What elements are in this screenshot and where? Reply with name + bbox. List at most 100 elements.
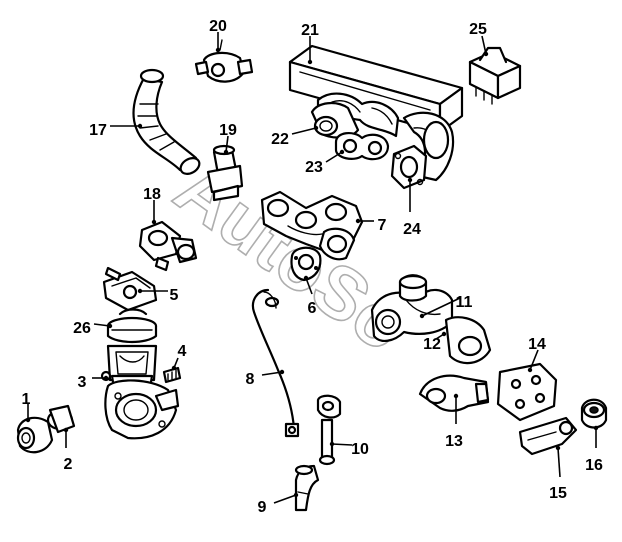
callout-leader-dot <box>453 393 459 399</box>
part-5-heat-shield[interactable] <box>102 266 158 312</box>
callout-leader-line <box>325 151 343 163</box>
part-6-gasket-ring[interactable] <box>290 246 322 282</box>
callout-leader-dot <box>215 47 221 53</box>
callout-number: 4 <box>178 343 187 360</box>
part-11-turbocharger[interactable] <box>370 274 492 365</box>
callout-leader-dot <box>441 331 447 337</box>
part-10-pipe-bracket[interactable] <box>316 394 342 466</box>
callout-leader-line <box>291 127 317 135</box>
callout-number: 16 <box>585 457 603 474</box>
callout-leader-dot <box>555 445 561 451</box>
callout-number: 13 <box>445 433 463 450</box>
callout-1: 1 <box>22 391 31 423</box>
callout-number: 19 <box>219 122 237 139</box>
callout-number: 1 <box>22 391 31 408</box>
callout-leader-dot <box>151 219 157 225</box>
callout-leader-line <box>305 277 313 295</box>
part-18-thermostat-housing[interactable] <box>138 220 198 272</box>
callout-4: 4 <box>171 343 187 371</box>
callout-18: 18 <box>143 186 161 225</box>
callout-7: 7 <box>355 217 387 234</box>
callout-23: 23 <box>305 149 345 176</box>
callout-leader-line <box>261 371 283 376</box>
part-19-valve[interactable] <box>206 144 244 202</box>
callout-number: 20 <box>209 18 227 35</box>
part-22-throttle-elbow[interactable] <box>310 102 360 139</box>
part-24-flange-gasket[interactable] <box>390 144 428 190</box>
callout-leader-dot <box>25 417 31 423</box>
callout-leader-dot <box>313 125 319 131</box>
callout-5: 5 <box>137 287 179 304</box>
callout-leader-line <box>481 35 487 55</box>
part-4-bolt[interactable] <box>162 366 182 384</box>
callout-number: 12 <box>423 336 441 353</box>
callout-leader-line <box>93 323 111 327</box>
callout-leader-line <box>557 447 561 478</box>
callout-leader-line <box>225 135 229 153</box>
callout-leader-dot <box>303 275 309 281</box>
callout-leader-dot <box>355 218 361 224</box>
callout-number: 15 <box>549 485 567 502</box>
part-2-pipe-flange[interactable] <box>46 379 180 440</box>
callout-20: 20 <box>209 18 227 53</box>
callout-9: 9 <box>258 492 299 516</box>
callout-number: 7 <box>378 217 387 234</box>
part-1-elbow-housing[interactable] <box>16 416 54 454</box>
callout-24: 24 <box>403 177 421 238</box>
callout-16: 16 <box>585 425 603 474</box>
part-9-small-hose[interactable] <box>294 464 320 512</box>
callout-leader-dot <box>293 492 299 498</box>
callout-26: 26 <box>73 320 113 337</box>
callout-6: 6 <box>303 275 317 317</box>
part-23-gasket[interactable] <box>334 132 390 161</box>
part-20-sensor-bracket[interactable] <box>194 39 254 83</box>
part-13-outlet-elbow[interactable] <box>418 374 490 412</box>
callout-leader-line <box>421 297 461 317</box>
part-17-hose[interactable] <box>132 68 203 177</box>
callout-number: 5 <box>170 287 179 304</box>
callout-number: 11 <box>456 294 473 311</box>
callout-number: 2 <box>64 456 73 473</box>
callout-leader-dot <box>63 427 69 433</box>
callout-11: 11 <box>419 294 473 319</box>
callout-21: 21 <box>301 22 319 65</box>
callout-number: 22 <box>271 131 289 148</box>
callout-leader-dot <box>171 365 177 371</box>
callout-leader-dot <box>407 177 413 183</box>
callout-leader-dot <box>419 313 425 319</box>
part-7-exhaust-manifold[interactable] <box>260 190 364 261</box>
part-26-clamp-band[interactable] <box>106 308 158 344</box>
part-16-bushing[interactable] <box>580 398 608 429</box>
callout-number: 18 <box>143 186 161 203</box>
callout-8: 8 <box>246 369 285 388</box>
callout-leader-dot <box>527 367 533 373</box>
callout-2: 2 <box>63 427 73 473</box>
callout-10: 10 <box>329 441 369 458</box>
callout-number: 9 <box>258 499 267 516</box>
callout-number: 8 <box>246 371 255 388</box>
callout-17: 17 <box>89 122 143 139</box>
callout-13: 13 <box>445 393 463 450</box>
callout-leader-dot <box>593 425 599 431</box>
callout-number: 21 <box>301 22 319 39</box>
callout-number: 26 <box>73 320 91 337</box>
callout-leader-dot <box>223 149 229 155</box>
callout-leader-dot <box>307 59 313 65</box>
callout-14: 14 <box>527 336 546 373</box>
part-8-pipe[interactable] <box>251 288 300 438</box>
part-14-bracket[interactable] <box>496 362 558 422</box>
callout-leader-dot <box>103 375 109 381</box>
callout-22: 22 <box>271 125 319 148</box>
callout-15: 15 <box>549 445 567 502</box>
callout-number: 25 <box>469 21 487 38</box>
callout-leader-dot <box>339 149 345 155</box>
callout-3: 3 <box>78 374 109 391</box>
part-15-link-arm[interactable] <box>518 416 578 456</box>
callout-leader-line <box>331 443 353 446</box>
part-25-control-module[interactable] <box>468 46 522 105</box>
callout-leader-dot <box>329 441 335 447</box>
callout-leader-dot <box>137 123 143 129</box>
callout-number: 23 <box>305 159 323 176</box>
